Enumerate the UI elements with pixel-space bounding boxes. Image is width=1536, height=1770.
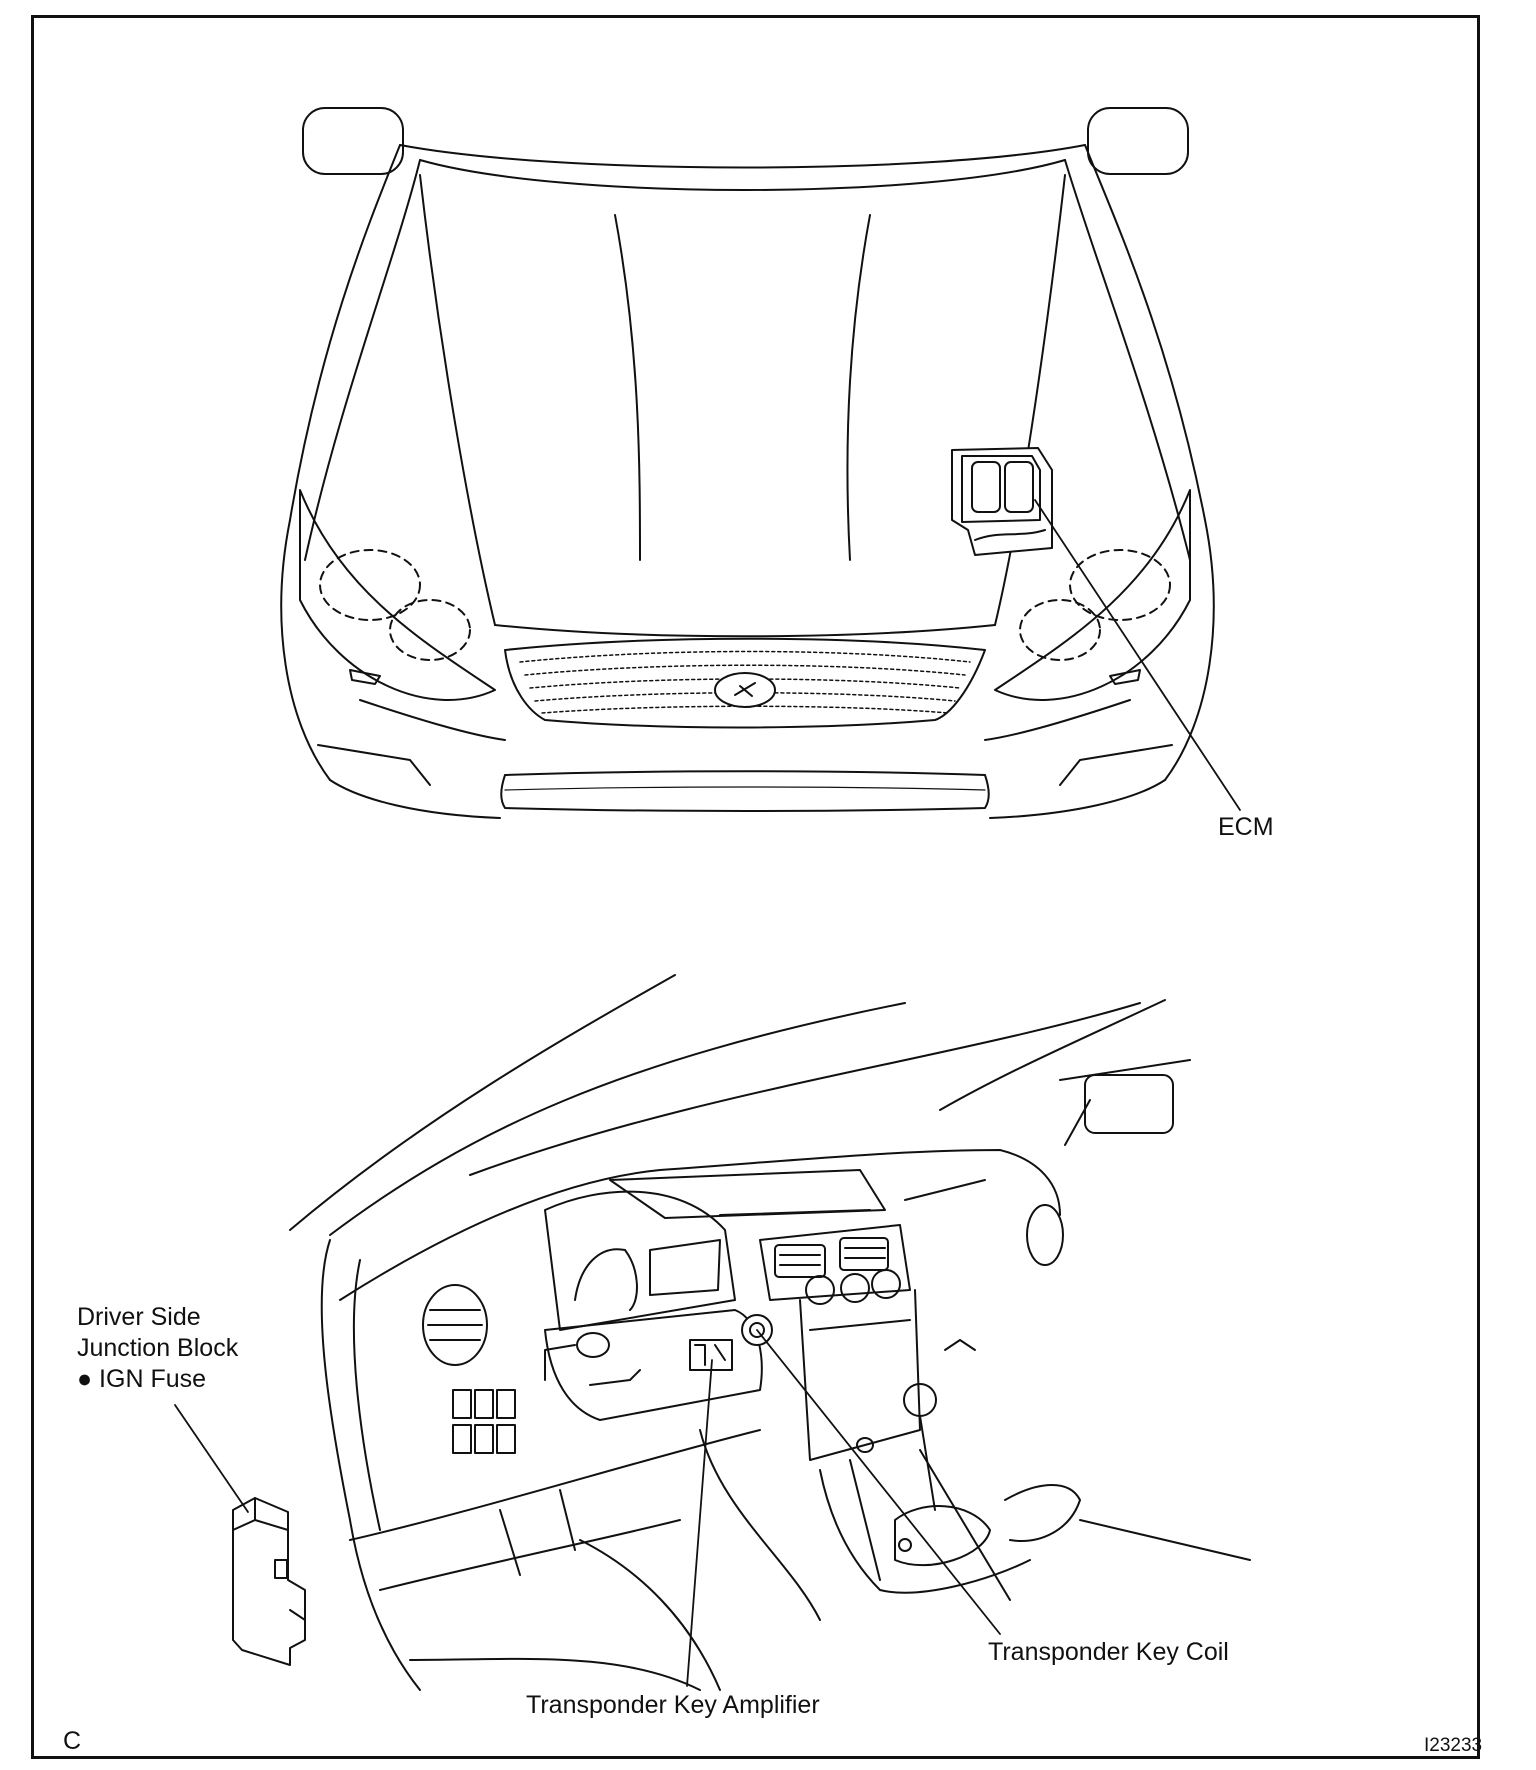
junction-block-label-line1: Driver Side <box>77 1303 201 1331</box>
interior-right-mirror <box>1084 1074 1174 1134</box>
left-mirror <box>302 107 404 175</box>
figure-id: I23233 <box>1424 1735 1483 1756</box>
diagram-frame <box>31 15 1480 1759</box>
transponder-key-coil-label: Transponder Key Coil <box>988 1638 1229 1666</box>
junction-block-leader-line <box>174 1404 249 1513</box>
key-coil-leader-line <box>756 1329 1001 1635</box>
ecm-leader-line <box>1034 499 1241 811</box>
grille <box>504 637 986 729</box>
junction-block-component <box>232 1497 306 1666</box>
hood-crease-right <box>846 214 871 561</box>
lower-intake <box>500 770 990 812</box>
right-mirror <box>1087 107 1189 175</box>
junction-block-label-line2: Junction Block <box>77 1334 239 1362</box>
right-headlight <box>994 489 1191 701</box>
ecm-component <box>951 447 1053 556</box>
corner-letter: C <box>63 1727 82 1755</box>
ign-fuse-label: ● IGN Fuse <box>77 1365 207 1393</box>
transponder-key-amplifier-label: Transponder Key Amplifier <box>526 1691 820 1719</box>
left-air-vent <box>422 1284 488 1366</box>
speedometer <box>574 1248 638 1311</box>
hood-crease-left <box>614 214 641 561</box>
ecm-label: ECM <box>1218 813 1274 841</box>
key-amplifier-leader-line <box>686 1359 713 1687</box>
right-air-vent <box>1026 1204 1064 1266</box>
dashboard-drawing <box>289 974 1251 1691</box>
left-headlight <box>299 489 496 701</box>
car-front-drawing <box>280 107 1215 819</box>
